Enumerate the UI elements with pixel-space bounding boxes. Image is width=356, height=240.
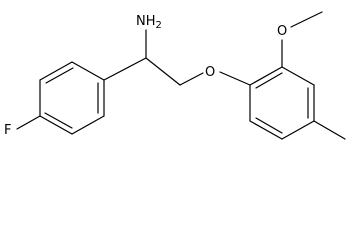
bond-ring1-e: [71, 115, 105, 135]
bond-ring2-d: [281, 120, 315, 140]
ether-oxygen-label: O: [205, 65, 215, 80]
methoxy-methylphenyl-ring: [249, 66, 315, 140]
methoxy-oxygen-label: O: [277, 24, 287, 39]
amine-subscript: 2: [156, 20, 162, 31]
bond-o-ring2: [219, 71, 251, 86]
bond-ring2-double-3: [255, 117, 283, 134]
amine-label: NH2: [136, 14, 162, 31]
bond-ring1-double-1: [45, 67, 74, 84]
bond-omethoxy-ch3: [290, 11, 323, 28]
fluorine-label: F: [4, 123, 11, 138]
amine-symbol: NH: [136, 14, 156, 29]
bond-ch-ch2: [145, 57, 181, 86]
bond-ring2-e: [249, 120, 283, 140]
fluorophenyl-ring: [39, 61, 105, 135]
bond-ring2-methyl: [313, 120, 346, 140]
bond-ring1-d: [39, 115, 73, 135]
ethylamine-chain: [103, 29, 251, 86]
structure-diagram: NH2 O O F: [4, 11, 346, 140]
bond-ring1-b: [39, 61, 73, 81]
bond-ring1-ch: [103, 57, 147, 81]
bond-ring2-a: [249, 66, 283, 86]
bond-ring1-a: [71, 61, 105, 81]
bond-ring2-b: [281, 66, 315, 86]
bond-ring1-double-2: [44, 112, 73, 129]
bond-ring2-double-1: [255, 72, 283, 89]
bond-ch2-o: [179, 72, 204, 86]
bond-c-f: [16, 115, 41, 130]
